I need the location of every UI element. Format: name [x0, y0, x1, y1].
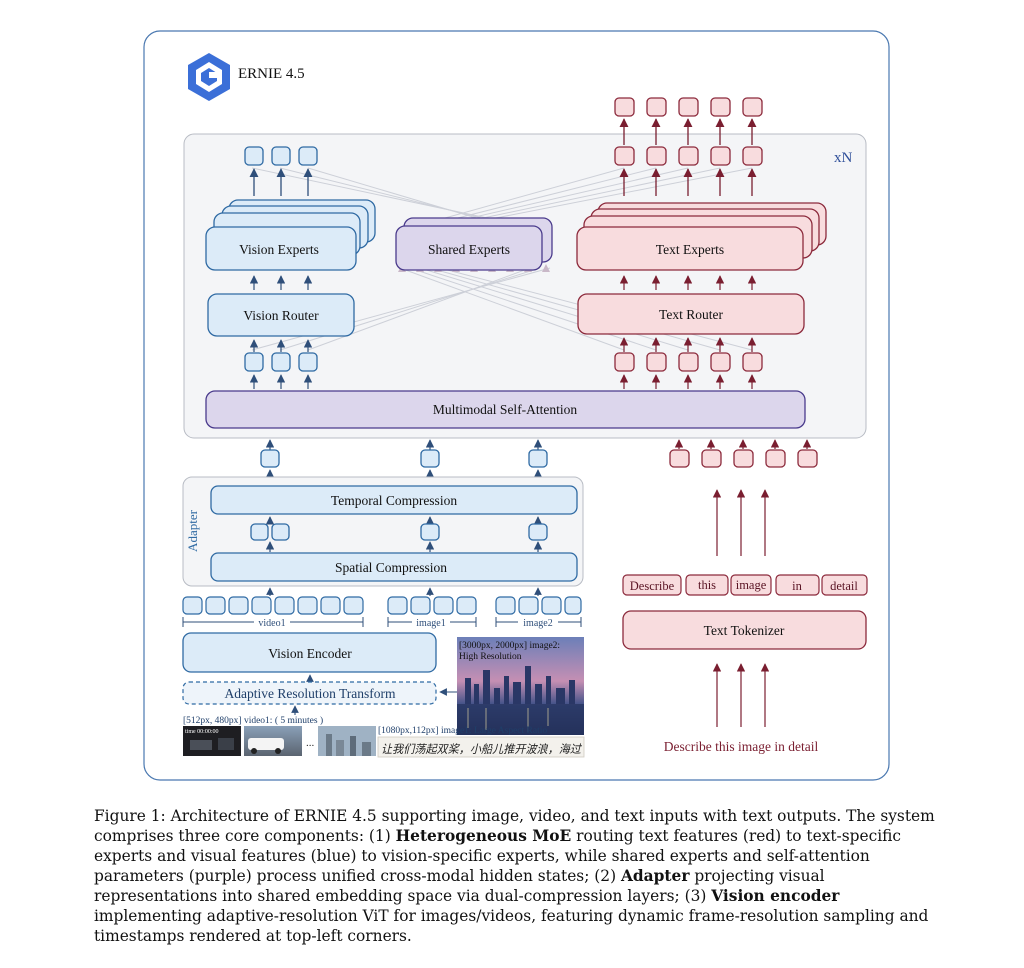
caption-term-adapter: Adapter — [620, 867, 690, 885]
repeat-label: xN — [834, 150, 853, 166]
image2-group-label: image2 — [523, 618, 552, 629]
text-router-label: Text Router — [659, 307, 723, 322]
image1-picture — [377, 736, 585, 758]
spatial-compression — [210, 552, 578, 582]
spatial-to-temporal-arrows — [265, 516, 543, 552]
multimodal-self-attention — [205, 390, 806, 429]
text-token-detail — [821, 574, 868, 596]
prompt-to-tokenizer-arrows — [712, 663, 770, 727]
vision-experts-stack — [205, 199, 376, 271]
vision-router-label: Vision Router — [243, 308, 319, 323]
vision-experts-label: Vision Experts — [239, 242, 319, 257]
vision-encoder — [182, 632, 437, 673]
image2-city-picture — [457, 637, 584, 735]
vision-attention-tokens — [244, 352, 318, 372]
adaptive-resolution-transform-label: Adaptive Resolution Transform — [225, 686, 396, 701]
image2-caption-line2: High Resolution — [459, 652, 522, 662]
adapter-label: Adapter — [185, 509, 200, 552]
image1-patch-tokens — [387, 596, 477, 615]
intermediate-visual-tokens — [250, 523, 548, 541]
video1-frame-1 — [183, 726, 241, 756]
text-token-image — [730, 574, 772, 596]
text-tokenizer — [622, 610, 867, 650]
vision-expert-output-arrows — [249, 168, 313, 196]
caption-prefix: Figure 1: Architecture of ERNIE 4.5 supp… — [94, 807, 935, 845]
text-router-output-arrows — [619, 275, 757, 290]
text-hidden-tokens — [614, 146, 763, 166]
text-input-token-arrows — [674, 439, 812, 556]
text-token-this — [685, 574, 729, 596]
image2-patch-tokens — [495, 596, 582, 615]
spatial-compression-label: Spatial Compression — [335, 560, 447, 575]
video1-frame-2 — [244, 726, 302, 756]
text-token-in-label: in — [792, 579, 802, 593]
video1-caption: [512px, 480px] video1: ( 5 minutes ) — [183, 715, 323, 726]
video1-ellipsis: ... — [306, 737, 315, 749]
text-attention-tokens — [614, 352, 763, 372]
vision-output-tokens — [244, 146, 318, 166]
text-token-detail-label: detail — [830, 579, 858, 593]
text-prompt: Describe this image in detail — [664, 739, 819, 754]
image1-handwritten-text: 让我们荡起双桨，小船儿推开波浪，海过 — [381, 743, 582, 756]
caption-mid2: projecting visual representations into s… — [94, 867, 825, 905]
shared-experts-label: Shared Experts — [428, 242, 510, 257]
image1-caption: [1080px,112px] image1: Large Aspect Rati… — [378, 726, 547, 736]
cross-modal-routing-lines — [251, 167, 753, 351]
text-expert-output-arrows — [619, 168, 757, 196]
text-token-this-label: this — [698, 578, 716, 592]
vision-router — [207, 293, 355, 337]
temporal-compression-label: Temporal Compression — [331, 493, 457, 508]
ernie-hexagon-logo-icon — [188, 53, 230, 101]
video1-timestamp: time 00:00:00 — [185, 729, 219, 735]
text-experts-stack — [576, 202, 827, 271]
text-tokenizer-label: Text Tokenizer — [704, 623, 785, 638]
patch-group-brackets — [182, 617, 582, 627]
shared-experts-stack — [395, 217, 553, 271]
text-router — [577, 293, 805, 335]
caption-suffix: implementing adaptive-resolution ViT for… — [94, 907, 929, 945]
text-input-tokens — [669, 449, 818, 468]
caption-term-vision-encoder: Vision encoder — [711, 887, 840, 905]
text-token-describe-label: Describe — [630, 579, 675, 593]
logo-text: ERNIE 4.5 — [238, 66, 305, 82]
text-output-arrows — [619, 118, 757, 145]
text-experts-label: Text Experts — [656, 242, 724, 257]
text-token-to-router-arrows — [619, 337, 757, 389]
video1-group-label: video1 — [258, 618, 285, 629]
image1-group-label: image1 — [416, 618, 445, 629]
self-attention-label: Multimodal Self-Attention — [433, 402, 578, 417]
caption-term-moe: Heterogeneous MoE — [395, 827, 572, 845]
patch-to-adapter-arrows — [266, 587, 542, 596]
vision-encoder-label: Vision Encoder — [268, 646, 352, 661]
adapter-output-tokens — [260, 449, 548, 468]
caption-mid1: routing text features (red) to text-spec… — [94, 827, 902, 885]
vision-token-to-router-arrows — [249, 339, 313, 389]
temporal-compression — [210, 485, 578, 515]
video-patch-tokens — [182, 596, 364, 615]
text-token-image-label: image — [736, 578, 767, 592]
video1-frame-3 — [318, 726, 376, 756]
text-token-in — [775, 574, 820, 596]
text-token-describe — [622, 574, 682, 596]
figure-caption: Figure 1: Architecture of ERNIE 4.5 supp… — [94, 806, 944, 946]
image2-caption-line1: [3000px, 2000px] image2: — [459, 641, 560, 651]
vision-router-output-arrows — [249, 275, 313, 290]
text-output-tokens — [614, 97, 763, 117]
adaptive-resolution-transform — [182, 681, 437, 705]
